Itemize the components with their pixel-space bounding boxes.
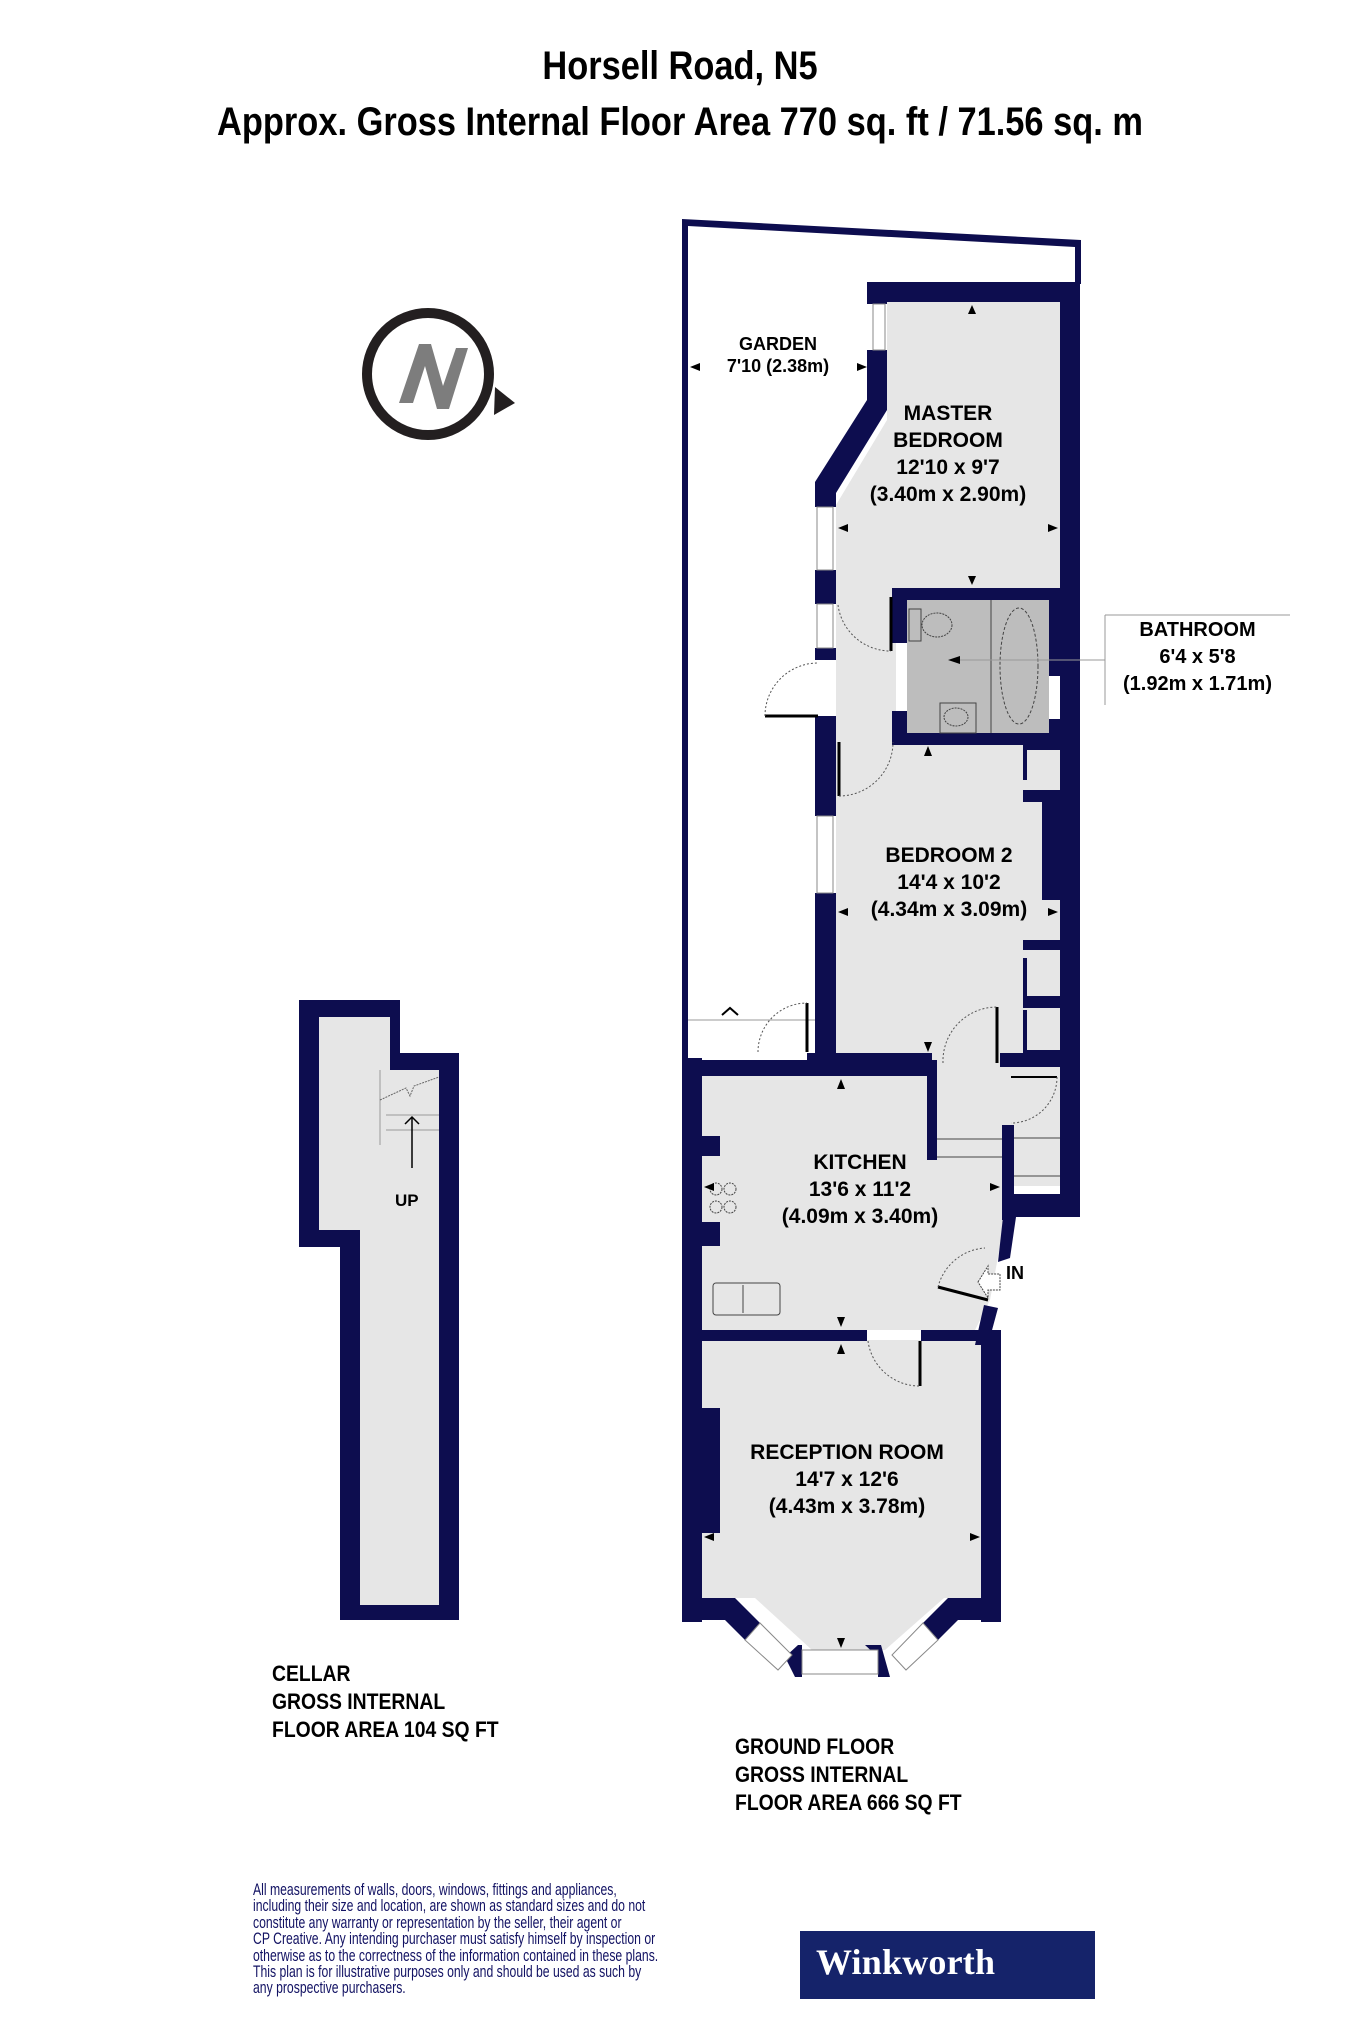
kitchen-dim-imperial: 13'6 x 11'2 <box>808 1178 912 1201</box>
bathroom-dim-metric: (1.92m x 1.71m) <box>1123 673 1272 695</box>
ground-area-line-2: GROSS INTERNAL <box>735 1762 909 1787</box>
master-bedroom-dim-imperial: 12'10 x 9'7 <box>896 456 1000 479</box>
reception-name: RECEPTION ROOM <box>750 1441 944 1464</box>
bathroom-dim-imperial: 6'4 x 5'8 <box>1159 646 1236 668</box>
disclaimer-line: CP Creative. Any intending purchaser mus… <box>253 1930 656 1949</box>
entrance-label: IN <box>1006 1263 1024 1283</box>
stair-lines <box>937 1137 1060 1177</box>
bedroom-2-name: BEDROOM 2 <box>885 844 1013 867</box>
bathroom-floor <box>907 600 1049 733</box>
ground-area-line-1: GROUND FLOOR <box>735 1734 895 1759</box>
page-title: Horsell Road, N5 <box>542 44 818 88</box>
disclaimer-text: All measurements of walls, doors, window… <box>253 1882 667 1997</box>
disclaimer-line: constitute any warranty or representatio… <box>253 1913 622 1932</box>
cellar-area-line-1: CELLAR <box>272 1661 351 1686</box>
bedroom-2-dim-metric: (4.34m x 3.09m) <box>870 898 1028 921</box>
reception-dim-imperial: 14'7 x 12'6 <box>795 1468 899 1491</box>
winkworth-logo: Winkworth <box>800 1931 1095 1999</box>
north-compass-icon <box>362 308 515 440</box>
stairs-up-label: UP <box>395 1191 419 1210</box>
disclaimer-line: including their size and location, are s… <box>253 1897 646 1916</box>
master-bedroom-name-1: MASTER <box>903 402 993 425</box>
garden-label: GARDEN 7'10 (2.38m) <box>688 334 868 377</box>
walls <box>682 282 1080 1677</box>
bedroom-2-dim-imperial: 14'4 x 10'2 <box>897 871 1001 894</box>
garden-dimension: 7'10 (2.38m) <box>726 355 830 376</box>
disclaimer-line: any prospective purchasers. <box>253 1979 406 1998</box>
disclaimer-line: All measurements of walls, doors, window… <box>253 1881 617 1899</box>
garden-name: GARDEN <box>738 334 817 354</box>
reception-label: RECEPTION ROOM 14'7 x 12'6 (4.43m x 3.78… <box>722 1439 972 1520</box>
bedroom-2-label: BEDROOM 2 14'4 x 10'2 (4.34m x 3.09m) <box>836 842 1062 923</box>
cellar-plan <box>299 1000 459 1620</box>
master-bedroom-label: MASTER BEDROOM 12'10 x 9'7 (3.40m x 2.90… <box>836 400 1060 508</box>
garden-boundary <box>682 219 1081 1080</box>
floor-fills <box>702 302 1062 1650</box>
entrance-arrow-icon <box>977 1264 1001 1300</box>
floor-area-subtitle: Approx. Gross Internal Floor Area 770 sq… <box>217 100 1143 144</box>
ground-area-line-3: FLOOR AREA 666 SQ FT <box>735 1790 962 1815</box>
cellar-area-label: CELLAR GROSS INTERNAL FLOOR AREA 104 SQ … <box>272 1660 499 1744</box>
kitchen-name: KITCHEN <box>813 1151 907 1174</box>
bathroom-callout <box>960 614 1290 705</box>
ground-floor-area-label: GROUND FLOOR GROSS INTERNAL FLOOR AREA 6… <box>735 1733 962 1817</box>
disclaimer-line: This plan is for illustrative purposes o… <box>253 1963 642 1982</box>
doors <box>757 597 1058 1387</box>
cellar-area-line-3: FLOOR AREA 104 SQ FT <box>272 1717 499 1742</box>
kitchen-dim-metric: (4.09m x 3.40m) <box>781 1205 939 1228</box>
dimension-arrows <box>690 305 1058 1648</box>
bathroom-label: BATHROOM 6'4 x 5'8 (1.92m x 1.71m) <box>1105 617 1290 698</box>
windows <box>744 303 939 1675</box>
disclaimer-line: otherwise as to the correctness of the i… <box>253 1946 659 1965</box>
reception-dim-metric: (4.43m x 3.78m) <box>768 1495 926 1518</box>
hob-icon <box>709 1182 737 1214</box>
master-bedroom-name-2: BEDROOM <box>893 429 1003 452</box>
brand-name: Winkworth <box>816 1942 996 1982</box>
cellar-area-line-2: GROSS INTERNAL <box>272 1689 446 1714</box>
sink-icon <box>712 1282 781 1316</box>
kitchen-label: KITCHEN 13'6 x 11'2 (4.09m x 3.40m) <box>740 1149 980 1230</box>
bathroom-fixtures <box>908 600 1039 734</box>
master-bedroom-dim-metric: (3.40m x 2.90m) <box>869 483 1027 506</box>
bathroom-name: BATHROOM <box>1139 619 1256 641</box>
